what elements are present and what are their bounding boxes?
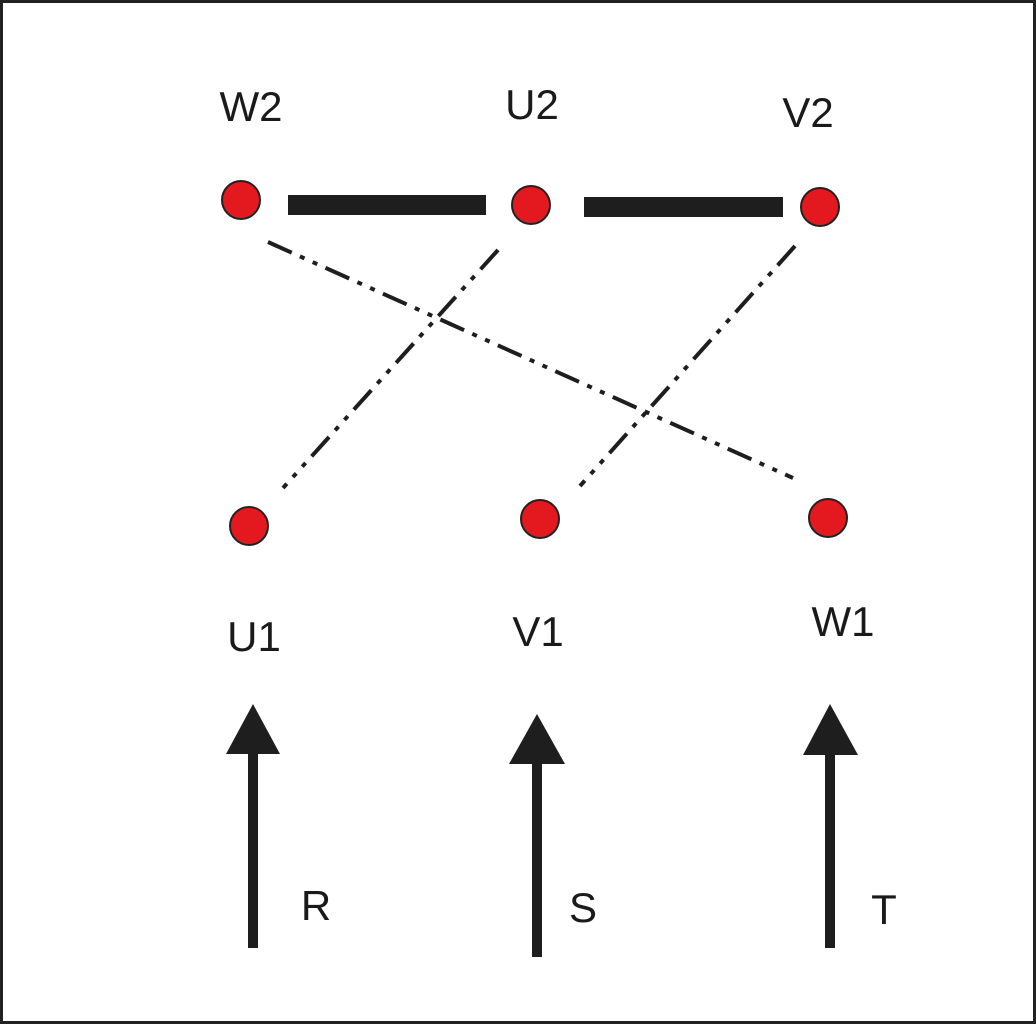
label-v2: V2 xyxy=(782,89,833,136)
terminal-v2 xyxy=(800,187,840,227)
terminal-u2 xyxy=(511,185,551,225)
supply-arrow-s xyxy=(509,714,565,957)
supply-label-t: T xyxy=(871,886,897,933)
supply-arrow-t xyxy=(803,704,858,948)
label-u2: U2 xyxy=(505,81,559,128)
winding-link-w2-w1 xyxy=(267,240,794,480)
winding-link-v2-v1 xyxy=(578,244,797,488)
winding-link-u2-u1 xyxy=(281,248,500,490)
terminal-v1 xyxy=(520,499,560,539)
supply-arrow-r xyxy=(226,704,280,948)
supply-label-r: R xyxy=(301,882,331,929)
terminal-w1 xyxy=(808,498,848,538)
label-w2: W2 xyxy=(220,83,283,130)
terminal-w2 xyxy=(221,180,261,220)
label-v1: V1 xyxy=(512,608,563,655)
label-w1: W1 xyxy=(812,598,875,645)
label-u1: U1 xyxy=(227,613,281,660)
supply-label-s: S xyxy=(569,884,597,931)
terminal-u1 xyxy=(229,506,269,546)
